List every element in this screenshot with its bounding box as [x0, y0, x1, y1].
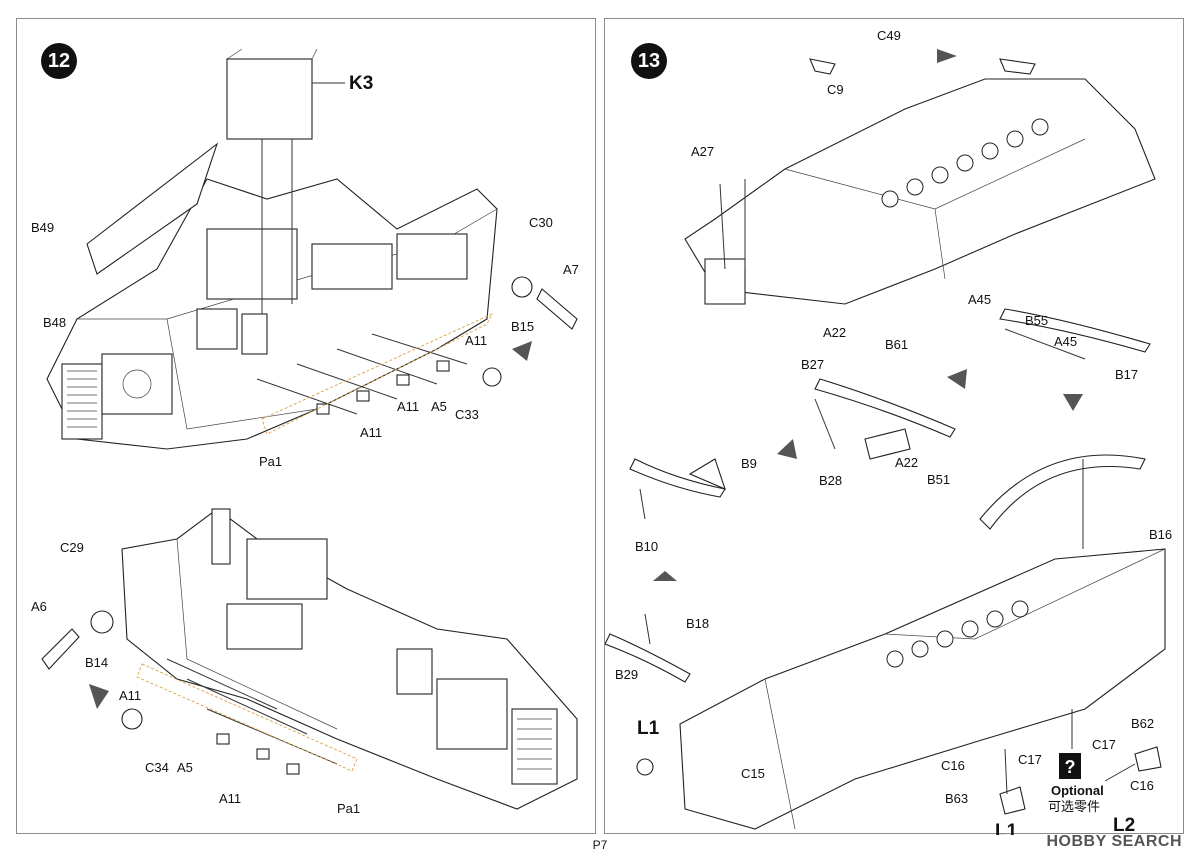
callout-B10: B10: [635, 539, 658, 554]
optional-parts-drawing: [636, 709, 1162, 815]
callout-B17: B17: [1115, 367, 1138, 382]
callout-C49: C49: [877, 28, 901, 43]
callout-A5: A5: [431, 399, 447, 414]
step-13-drawing: ? Optional 可选零件 C49 C9 A27 A45 B55 A45 B…: [605, 28, 1172, 835]
lower-hull-drawing: [121, 508, 578, 810]
spring-B9-drawing: [629, 458, 726, 520]
callout-A6: A6: [31, 599, 47, 614]
callout-B62: B62: [1131, 716, 1154, 731]
callout-A7: A7: [563, 262, 579, 277]
callout-A11-b: A11: [397, 399, 419, 414]
callout-B55: B55: [1025, 313, 1048, 328]
callout-Pa1-b: Pa1: [337, 801, 360, 816]
upper-hull-13-drawing: [684, 49, 1156, 305]
callout-B28: B28: [819, 473, 842, 488]
callout-A45-a: A45: [968, 292, 991, 307]
optional-title: Optional: [1051, 783, 1104, 798]
step-13-panel: 13: [604, 18, 1184, 835]
leaf-spring-rear-drawing: [999, 308, 1151, 360]
callout-B9: B9: [741, 456, 757, 471]
callout-C17-a: C17: [1018, 752, 1042, 767]
callout-B48: B48: [43, 315, 66, 330]
callout-B16: B16: [1149, 527, 1172, 542]
callout-C30: C30: [529, 215, 553, 230]
callout-A11-a: A11: [465, 333, 487, 348]
upper-hull-drawing: [46, 48, 498, 450]
callout-Pa1-a: Pa1: [259, 454, 282, 469]
page-number: P7: [592, 838, 608, 852]
callout-C15: C15: [741, 766, 765, 781]
upper-suspension-arms: [256, 276, 578, 435]
spring-B29-drawing: [605, 613, 691, 683]
callout-B49: B49: [31, 220, 54, 235]
leaf-spring-front-drawing: [814, 378, 956, 460]
callout-A27: A27: [691, 144, 714, 159]
step-number-12: 12: [41, 43, 77, 79]
callout-A45-b: A45: [1054, 334, 1077, 349]
callout-C33: C33: [455, 407, 479, 422]
callout-B18: B18: [686, 616, 709, 631]
callout-A11-c: A11: [360, 425, 382, 440]
lower-hull-13-drawing: [679, 454, 1166, 830]
watermark: HOBBY SEARCH: [1046, 833, 1182, 850]
lower-suspension-arms: [41, 610, 358, 775]
optional-question-icon: ?: [1065, 757, 1076, 777]
callout-B29: B29: [615, 667, 638, 682]
callout-L1-a: L1: [637, 718, 660, 739]
step-number-13: 13: [631, 43, 667, 79]
callout-K3: K3: [349, 73, 373, 94]
callout-C17-b: C17: [1092, 737, 1116, 752]
callout-A22-a: A22: [823, 325, 846, 340]
callout-C34: C34: [145, 760, 169, 775]
callout-C29: C29: [60, 540, 84, 555]
callout-B15: B15: [511, 319, 534, 334]
callout-L2: L2: [1113, 815, 1135, 835]
callout-C16-a: C16: [941, 758, 965, 773]
callout-B27: B27: [801, 357, 824, 372]
callout-L1-b: L1: [995, 821, 1018, 835]
callout-B61: B61: [885, 337, 908, 352]
callout-A11-e: A11: [219, 791, 241, 806]
step-12-panel: 12: [16, 18, 596, 834]
callout-B51: B51: [927, 472, 950, 487]
step-12-drawing: K3 B49 B48 C30 A7 B15 A11 A11 A5 C33 A11…: [31, 48, 579, 816]
callout-A22-b: A22: [895, 455, 918, 470]
optional-subtitle: 可选零件: [1048, 799, 1100, 814]
callout-C16-b: C16: [1130, 778, 1154, 793]
callout-A5-b: A5: [177, 760, 193, 775]
callout-A11-d: A11: [119, 688, 141, 703]
callout-C9: C9: [827, 82, 844, 97]
callout-B63: B63: [945, 791, 968, 806]
callout-B14: B14: [85, 655, 108, 670]
